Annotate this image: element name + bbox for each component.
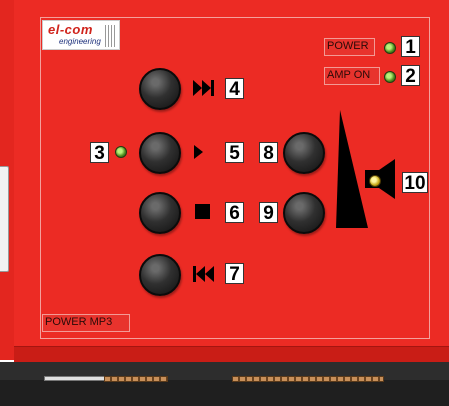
callout-3: 3 — [90, 142, 109, 163]
panel-bottom-edge — [14, 346, 449, 363]
stop-icon — [195, 204, 210, 219]
bottom-housing-shadow — [0, 380, 449, 406]
stop-button[interactable] — [139, 192, 181, 234]
play-button[interactable] — [139, 132, 181, 174]
logo-main-text: el-com — [48, 22, 93, 37]
volume-down-button[interactable] — [283, 192, 325, 234]
speaker-led-icon — [369, 175, 381, 187]
power-led-icon — [384, 42, 396, 54]
callout-4: 4 — [225, 78, 244, 99]
logo-sub-text: engineering — [59, 37, 101, 46]
power-mp3-label: POWER MP3 — [42, 314, 130, 332]
previous-track-button[interactable] — [139, 254, 181, 296]
callout-2: 2 — [401, 65, 420, 86]
play-icon — [194, 145, 203, 159]
power-label: POWER — [324, 38, 375, 56]
callout-9: 9 — [259, 202, 278, 223]
amp-on-led-icon — [384, 71, 396, 83]
callout-1: 1 — [401, 36, 420, 57]
next-track-button[interactable] — [139, 68, 181, 110]
callout-6: 6 — [225, 202, 244, 223]
logo-stripe — [105, 25, 117, 47]
right-connector — [232, 376, 384, 382]
volume-up-button[interactable] — [283, 132, 325, 174]
callout-8: 8 — [259, 142, 278, 163]
amp-on-label: AMP ON — [324, 67, 380, 85]
side-mount-clip — [0, 166, 9, 272]
left-connector — [104, 376, 168, 382]
power-mp3-label-text: POWER MP3 — [45, 316, 112, 328]
status-led-icon — [115, 146, 127, 158]
brand-logo: el-com engineering — [42, 20, 120, 50]
power-label-text: POWER — [327, 40, 369, 52]
previous-track-icon — [193, 266, 215, 282]
callout-5: 5 — [225, 142, 244, 163]
amp-on-label-text: AMP ON — [327, 69, 370, 81]
bottom-rail — [44, 376, 106, 381]
callout-10: 10 — [402, 172, 428, 193]
next-track-icon — [193, 80, 215, 96]
callout-7: 7 — [225, 263, 244, 284]
